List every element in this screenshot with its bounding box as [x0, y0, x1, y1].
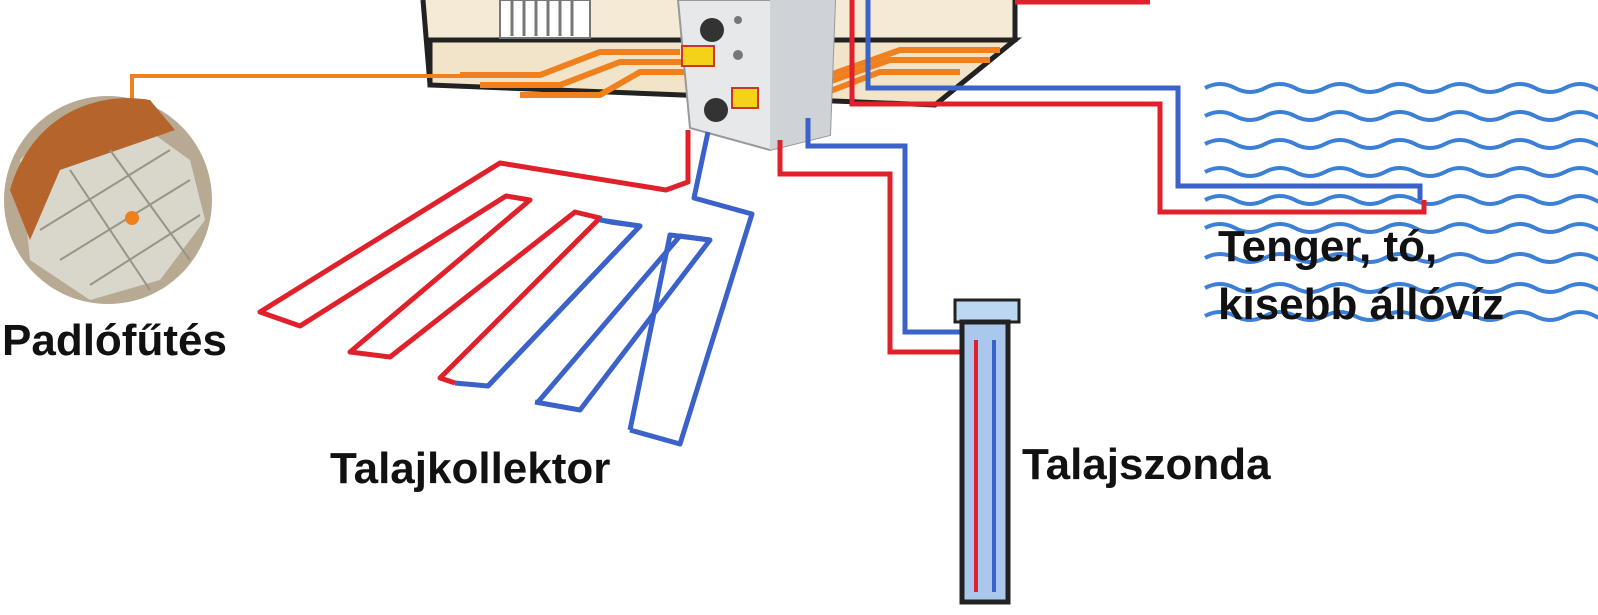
- water-label-line2: kisebb állóvíz: [1218, 280, 1505, 329]
- floor-heating-connector: [4, 74, 460, 304]
- heat-pump-unit: [676, 0, 837, 152]
- water-loop-pipes: [849, 0, 1427, 215]
- warning-label-icon: [731, 87, 759, 109]
- floor-heating-label: Padlófűtés: [2, 316, 227, 365]
- water-body: [1204, 82, 1598, 322]
- room-cutaway: [420, 0, 1023, 152]
- radiator-icon: [499, 0, 591, 39]
- room-wall-edge-left: [420, 0, 433, 86]
- ground-collector-label: Talajkollektor: [330, 444, 611, 493]
- ground-collector-loops: [257, 130, 755, 447]
- gauge-icon: [704, 98, 728, 122]
- probe-tube: [959, 319, 1011, 605]
- warning-label-icon: [681, 45, 715, 67]
- ground-probe-label: Talajszonda: [1022, 440, 1271, 489]
- ground-probe: [777, 118, 1021, 605]
- water-body-label: Tenger, tó, kisebb állóvíz: [1218, 218, 1504, 334]
- probe-cap: [953, 298, 1021, 324]
- connector-dot: [125, 211, 139, 225]
- gauge-icon: [700, 18, 724, 42]
- water-label-line1: Tenger, tó,: [1218, 222, 1438, 271]
